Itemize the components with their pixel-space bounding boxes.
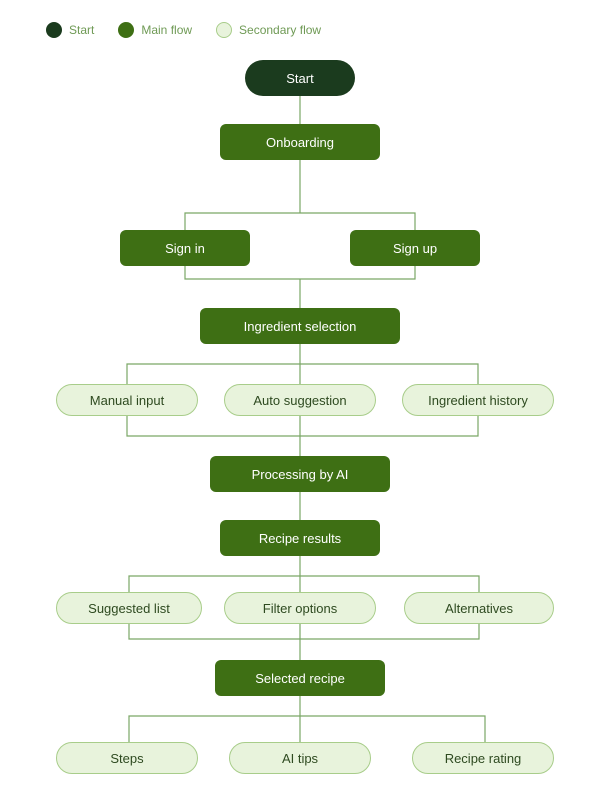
recipe-results-node-label: Recipe results	[258, 530, 342, 546]
alternatives-node-label: Alternatives	[445, 600, 513, 616]
onboarding-node: Onboarding	[220, 124, 380, 160]
processing-ai-node-label: Processing by AI	[251, 466, 349, 482]
connector-results-merge	[128, 623, 480, 640]
selected-recipe-node-label: Selected recipe	[255, 670, 345, 686]
sign-in-node: Sign in	[120, 230, 250, 266]
recipe-rating-node-label: Recipe rating	[444, 750, 522, 766]
ai-tips-node-label: AI tips	[281, 750, 319, 766]
suggested-list-node-label: Suggested list	[88, 600, 170, 616]
legend: Start Main flow Secondary flow	[46, 22, 345, 38]
legend-item-secondary-flow: Secondary flow	[216, 22, 321, 38]
legend-item-main-flow: Main flow	[118, 22, 192, 38]
connector-ingredients-merge	[126, 415, 479, 437]
steps-node-label: Steps	[110, 750, 144, 766]
start-node: Start	[245, 60, 355, 96]
legend-label-main-flow: Main flow	[141, 23, 193, 37]
steps-node: Steps	[56, 742, 198, 774]
legend-label-secondary-flow: Secondary flow	[239, 23, 322, 37]
alternatives-node: Alternatives	[404, 592, 554, 624]
connector-selected-split	[128, 715, 486, 742]
legend-label-start: Start	[69, 23, 95, 37]
onboarding-node-label: Onboarding	[266, 134, 334, 150]
ingredient-selection-node: Ingredient selection	[200, 308, 400, 344]
ingredient-history-node: Ingredient history	[402, 384, 554, 416]
secondary-flow-swatch-icon	[216, 22, 233, 38]
connector-results-split	[128, 575, 480, 593]
recipe-results-node: Recipe results	[220, 520, 380, 556]
filter-options-node: Filter options	[224, 592, 376, 624]
filter-options-node-label: Filter options	[262, 600, 338, 616]
connector-auth-split	[184, 212, 416, 231]
processing-ai-node: Processing by AI	[210, 456, 390, 492]
start-swatch-icon	[46, 22, 62, 38]
suggested-list-node: Suggested list	[56, 592, 202, 624]
selected-recipe-node: Selected recipe	[215, 660, 385, 696]
main-flow-swatch-icon	[118, 22, 135, 38]
sign-up-node-label: Sign up	[392, 240, 438, 256]
sign-in-node-label: Sign in	[165, 240, 205, 256]
legend-item-start: Start	[46, 22, 94, 38]
ai-tips-node: AI tips	[229, 742, 371, 774]
sign-up-node: Sign up	[350, 230, 480, 266]
auto-suggestion-node-label: Auto suggestion	[253, 392, 347, 408]
connector-ingredients-split	[126, 363, 479, 385]
recipe-rating-node: Recipe rating	[412, 742, 554, 774]
manual-input-node-label: Manual input	[89, 392, 165, 408]
auto-suggestion-node: Auto suggestion	[224, 384, 376, 416]
ingredient-selection-node-label: Ingredient selection	[243, 318, 357, 334]
connector-auth-merge	[184, 265, 416, 280]
start-node-label: Start	[286, 70, 314, 86]
ingredient-history-node-label: Ingredient history	[428, 392, 528, 408]
manual-input-node: Manual input	[56, 384, 198, 416]
